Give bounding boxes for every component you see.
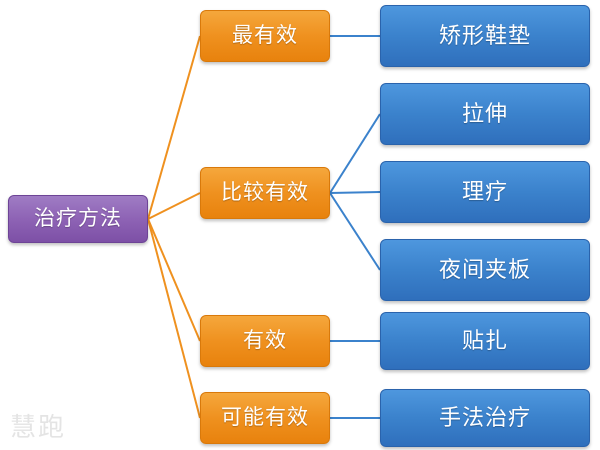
node-physiotherapy-label: 理疗 bbox=[461, 178, 508, 204]
node-more-effective[interactable]: 比较有效 bbox=[200, 167, 330, 219]
node-taping-label: 贴扎 bbox=[461, 327, 508, 353]
node-manual-therapy-label: 手法治疗 bbox=[438, 404, 531, 430]
node-root[interactable]: 治疗方法 bbox=[8, 195, 148, 243]
edge-root-to-effective bbox=[147, 218, 201, 342]
node-effective[interactable]: 有效 bbox=[200, 315, 330, 367]
node-root-label: 治疗方法 bbox=[34, 207, 122, 231]
node-manual-therapy[interactable]: 手法治疗 bbox=[380, 389, 590, 447]
node-most-effective[interactable]: 最有效 bbox=[200, 10, 330, 62]
edge-root-to-more-effective bbox=[147, 192, 201, 220]
edge-root-to-possibly-effective bbox=[147, 218, 201, 419]
node-stretching-label: 拉伸 bbox=[461, 100, 508, 126]
edge-root-to-most-effective bbox=[147, 35, 201, 220]
node-possibly-effective[interactable]: 可能有效 bbox=[200, 392, 330, 444]
edge-more-effective-to-stretching bbox=[329, 113, 381, 194]
node-possibly-effective-label: 可能有效 bbox=[221, 406, 309, 430]
node-orthotic-insole-label: 矫形鞋垫 bbox=[438, 22, 531, 48]
node-night-splint-label: 夜间夹板 bbox=[438, 256, 531, 282]
node-stretching[interactable]: 拉伸 bbox=[380, 83, 590, 145]
node-more-effective-label: 比较有效 bbox=[221, 181, 309, 205]
node-taping[interactable]: 贴扎 bbox=[380, 312, 590, 370]
node-orthotic-insole[interactable]: 矫形鞋垫 bbox=[380, 5, 590, 67]
node-most-effective-label: 最有效 bbox=[232, 24, 298, 48]
watermark: 慧跑 bbox=[10, 413, 67, 443]
edge-more-effective-to-night-splint bbox=[329, 192, 381, 271]
edge-more-effective-to-physiotherapy bbox=[329, 191, 381, 194]
node-effective-label: 有效 bbox=[243, 329, 287, 353]
node-night-splint[interactable]: 夜间夹板 bbox=[380, 239, 590, 301]
node-physiotherapy[interactable]: 理疗 bbox=[380, 161, 590, 223]
